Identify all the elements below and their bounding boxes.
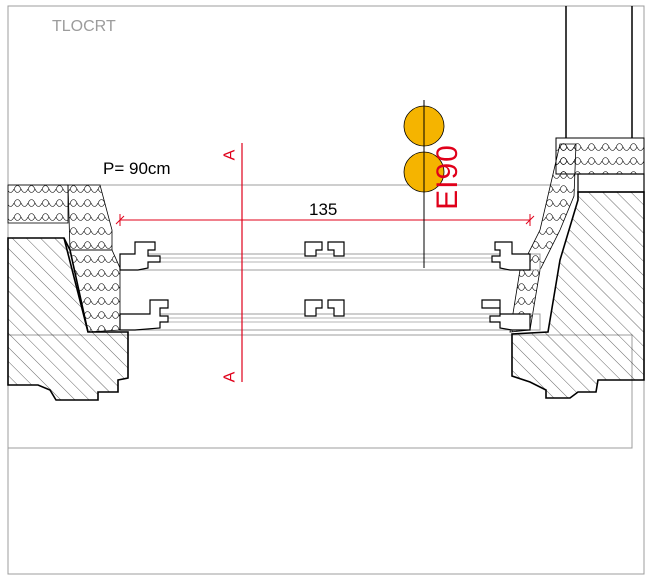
right-wall [509, 143, 645, 399]
window-sash-top [119, 241, 541, 271]
left-wall [7, 184, 129, 401]
fire-rating-label: EI90 [430, 144, 464, 210]
room-outline [7, 334, 633, 449]
section-marker-bottom: A [221, 371, 239, 383]
sill-depth-label: P= 90cm [103, 159, 171, 178]
drawing-title: TLOCRT [52, 18, 116, 35]
width-dimension-label: 135 [309, 200, 338, 219]
width-dimension-line [115, 214, 535, 226]
window-sash-bottom [119, 299, 541, 331]
section-marker-top: A [221, 149, 239, 161]
fire-rating-symbol-icon [403, 100, 445, 268]
